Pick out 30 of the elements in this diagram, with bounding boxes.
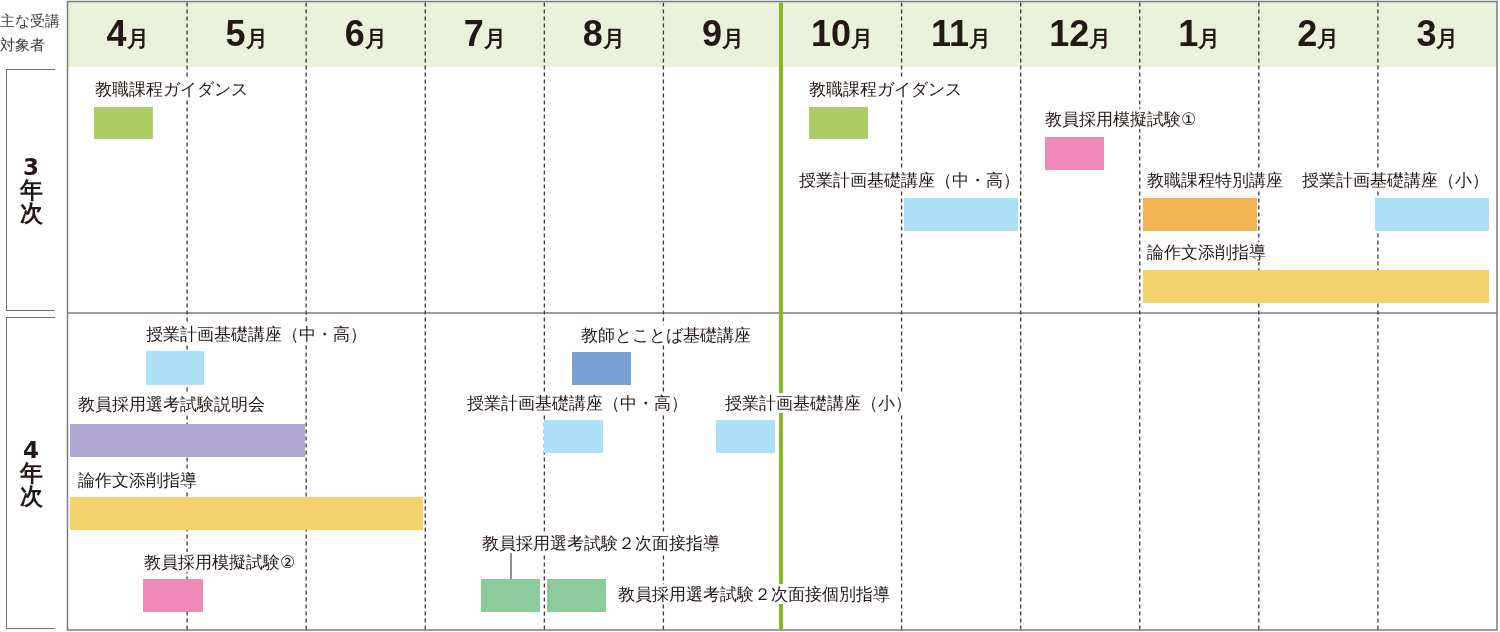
- month-label: 2月: [1297, 16, 1340, 53]
- month-label: 3月: [1416, 16, 1459, 53]
- schedule-bar: [481, 579, 540, 612]
- event-label: 教員採用選考試験２次面接個別指導: [618, 584, 890, 604]
- year-bracket: [6, 69, 55, 311]
- event-label: 教職課程特別講座: [1147, 170, 1283, 190]
- leader-line: [510, 552, 512, 580]
- month-label: 12月: [1049, 16, 1112, 53]
- event-label: 教員採用選考試験２次面接指導: [482, 533, 720, 553]
- month-label: 10月: [811, 16, 874, 53]
- year-label: 4年次: [18, 438, 44, 508]
- event-label: 論作文添削指導: [1147, 242, 1266, 262]
- event-label: 教師とことば基礎講座: [581, 325, 751, 345]
- event-label: 教職課程ガイダンス: [809, 79, 962, 99]
- year-bracket: [6, 317, 55, 629]
- event-label: 教員採用模擬試験①: [1045, 109, 1197, 129]
- event-label: 教職課程ガイダンス: [95, 79, 248, 99]
- column-heading: 主な受講対象者: [0, 11, 61, 56]
- month-label: 9月: [701, 16, 744, 53]
- event-label: 教員採用模擬試験②: [144, 552, 296, 572]
- month-label: 4月: [106, 16, 149, 53]
- month-label: 6月: [344, 16, 387, 53]
- month-label: 5月: [225, 16, 268, 53]
- month-label: 1月: [1178, 16, 1221, 53]
- event-label: 論作文添削指導: [78, 470, 197, 490]
- event-label: 教員採用選考試験説明会: [78, 394, 265, 414]
- month-label: 11月: [931, 16, 992, 53]
- month-label: 8月: [582, 16, 625, 53]
- year-label: 3年次: [18, 155, 44, 225]
- month-label: 7月: [463, 16, 506, 53]
